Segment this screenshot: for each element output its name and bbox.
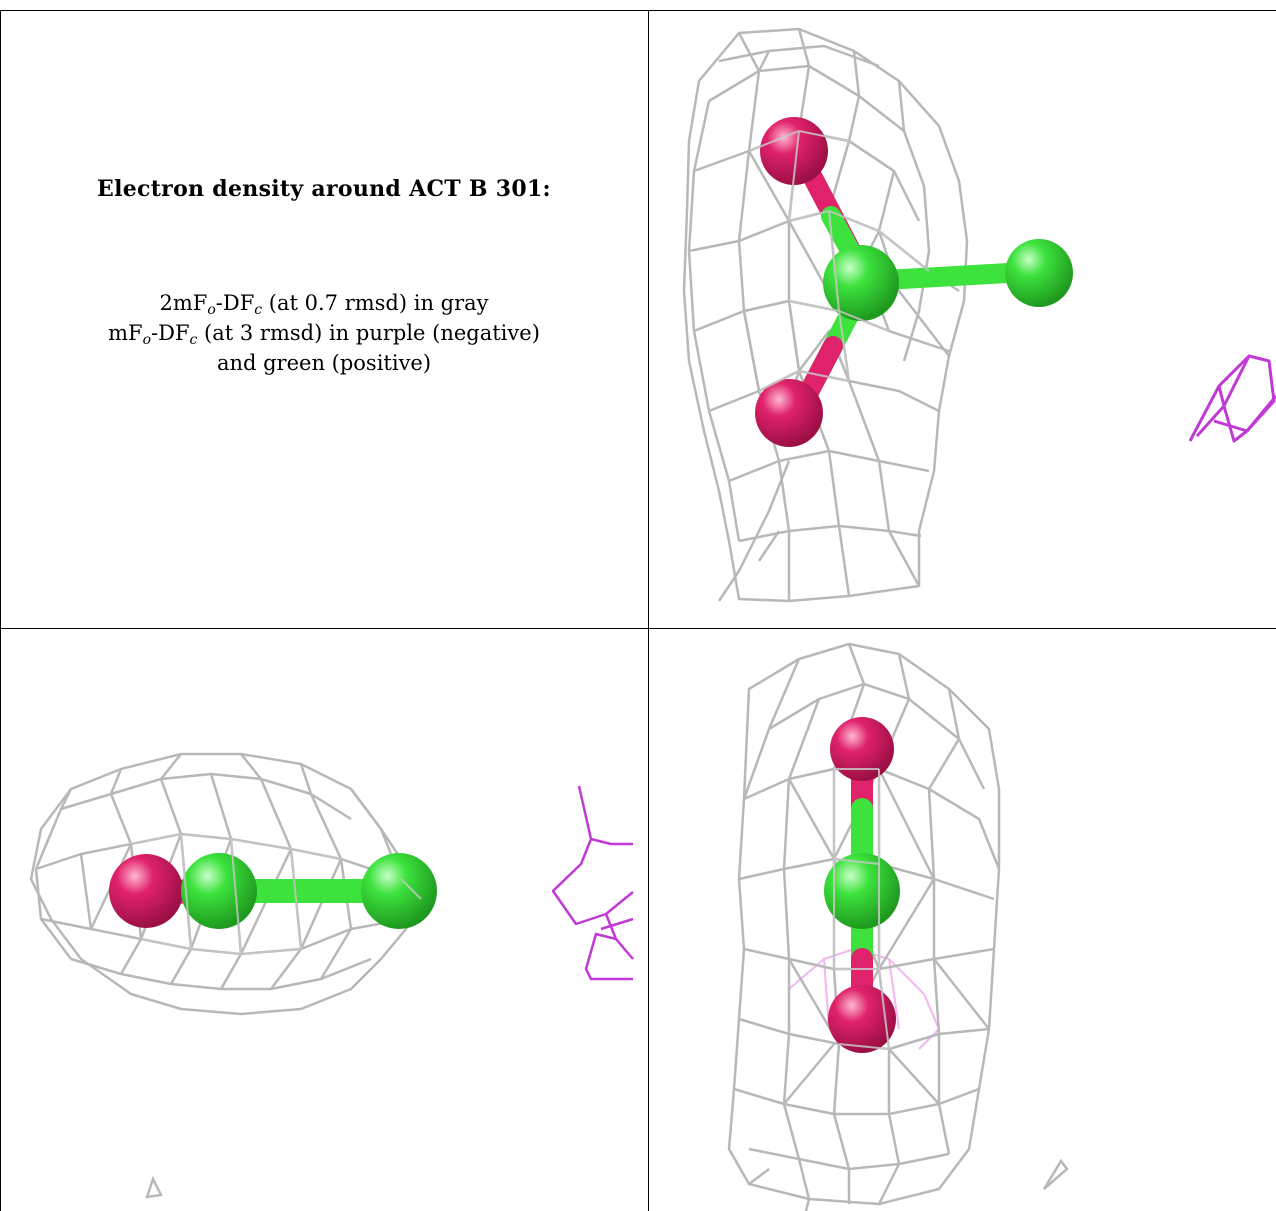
oxygen-atom xyxy=(109,854,183,928)
table-center-rule xyxy=(648,10,649,1211)
view-bottom-left xyxy=(1,629,648,1211)
caption-line-1: 2mFo-DFc (at 0.7 rmsd) in gray xyxy=(159,291,489,318)
caption-line-2: mFo-DFc (at 3 rmsd) in purple (negative) xyxy=(108,321,540,348)
table-middle-rule xyxy=(0,628,1276,629)
ligand-atoms xyxy=(824,717,900,1053)
table-left-rule xyxy=(0,10,1,1211)
mesh-fragment xyxy=(145,1175,163,1199)
ligand-atoms xyxy=(755,117,1073,447)
caption-line-3: and green (positive) xyxy=(216,351,432,375)
carbon-atom xyxy=(181,853,257,929)
oxygen-atom xyxy=(830,717,894,781)
table-top-rule xyxy=(0,10,1276,11)
mesh-fofc-negative xyxy=(551,785,634,981)
mesh-fofc-negative-faint xyxy=(788,947,941,1050)
oxygen-atom xyxy=(755,379,823,447)
ligand-atoms xyxy=(109,853,437,929)
density-render-top-right xyxy=(682,27,1276,603)
oxygen-atom xyxy=(828,985,896,1053)
view-top-right xyxy=(649,11,1276,628)
mesh-2fofc xyxy=(682,27,969,603)
mesh-fragment xyxy=(1042,1158,1069,1190)
caption-title: Electron density around ACT B 301: xyxy=(97,176,551,202)
density-render-bottom-left xyxy=(29,752,634,1199)
carbon-atom xyxy=(361,853,437,929)
carbon-atom xyxy=(1005,239,1073,307)
carbon-atom xyxy=(824,853,900,929)
view-bottom-right xyxy=(649,629,1276,1211)
caption-cell: Electron density around ACT B 301: 2mFo-… xyxy=(0,10,648,628)
caption-body: 2mFo-DFc (at 0.7 rmsd) in gray mFo-DFc (… xyxy=(0,288,648,378)
mesh-fofc-negative xyxy=(1188,354,1276,443)
figure-table: Electron density around ACT B 301: 2mFo-… xyxy=(0,10,1276,1211)
carbon-atom xyxy=(823,245,899,321)
density-render-bottom-right xyxy=(727,642,1069,1211)
